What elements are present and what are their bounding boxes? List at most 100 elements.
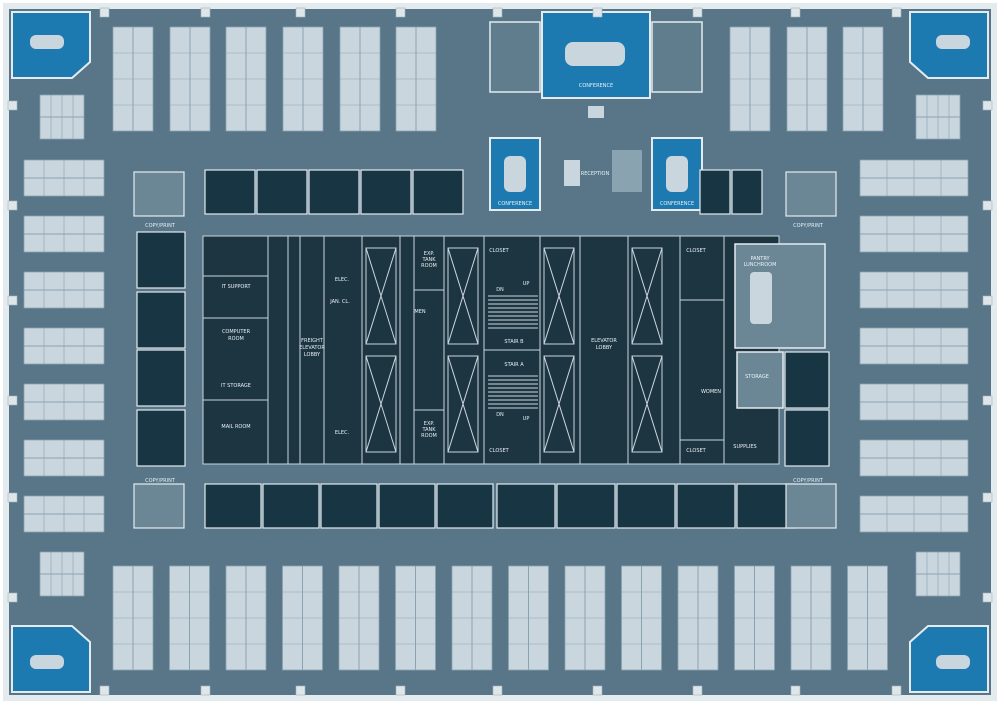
elevator-shaft [447, 247, 479, 345]
workstation-cluster-bottom [169, 565, 210, 671]
office-top-right [651, 21, 703, 93]
conference-table-top [565, 42, 625, 66]
office-row-bottom-right [736, 483, 796, 529]
office-row-bottom [262, 483, 320, 529]
office-row-top [360, 169, 412, 215]
label-dn-bot: DN [496, 412, 504, 418]
column [790, 7, 801, 18]
workstation-cluster-top-right [842, 26, 884, 132]
corner-table-tl [30, 35, 64, 49]
workstation-cluster-top-left [282, 26, 324, 132]
label-dn-top: DN [496, 287, 504, 293]
label-elec-top: ELEC. [335, 277, 350, 283]
office-row-bottom [378, 483, 436, 529]
workstation-cluster-right [859, 159, 969, 197]
office-left-column [136, 349, 186, 407]
workstation-cluster-left [23, 159, 105, 197]
label-closet-1: CLOSET [489, 248, 509, 254]
workstation-cluster-bottom [451, 565, 493, 671]
elevator-shaft-cross [543, 247, 575, 345]
elevator-shaft-cross [447, 247, 479, 345]
label-copyprint-bl: COPY/PRINT [145, 478, 176, 484]
workstation-cluster-top-left [395, 26, 437, 132]
office-row-bottom [320, 483, 378, 529]
column [982, 592, 993, 603]
label-copyprint-br: COPY/PRINT [793, 478, 824, 484]
workstation-cluster-top-left [339, 26, 381, 132]
office-row-top [256, 169, 308, 215]
office-row-top-right [731, 169, 763, 215]
elevator-shaft [365, 355, 397, 453]
workstation-clusters [23, 26, 969, 671]
label-men: MEN [414, 309, 425, 315]
workstation-cluster-bottom [734, 565, 775, 671]
elevator-shaft [365, 247, 397, 345]
elevator-shaft [631, 355, 663, 453]
column [295, 685, 306, 696]
conference-table-right [666, 156, 688, 192]
column [7, 295, 18, 306]
core-room-walls [203, 236, 725, 464]
office-right-column [784, 409, 830, 467]
copy-print-room [133, 171, 185, 217]
workstation-cluster-left [23, 327, 105, 365]
label-closet-4: CLOSET [686, 448, 706, 454]
label-computer-room-1: COMPUTER [222, 329, 251, 335]
label-elec-bottom: ELEC. [335, 430, 350, 436]
storage-room [736, 351, 784, 409]
column [99, 685, 110, 696]
elevator-shaft-cross [447, 355, 479, 453]
workstation-cluster-left [23, 495, 105, 533]
workstation-cluster-bottom [677, 565, 719, 671]
copy-print-room [785, 171, 837, 217]
column [7, 395, 18, 406]
workstation-cluster-right [859, 383, 969, 421]
label-stair-a: STAIR A [504, 362, 524, 368]
pantry-lunchroom [734, 243, 826, 349]
elevator-shaft [543, 355, 575, 453]
elevator-shaft-cross [631, 355, 663, 453]
office-row-bottom-right [556, 483, 616, 529]
column [7, 100, 18, 111]
label-conference-right: CONFERENCE [660, 201, 694, 207]
elevator-shaft-cross [365, 355, 397, 453]
workstation-cluster-top-left [225, 26, 267, 132]
label-reception: RECEPTION [581, 171, 610, 177]
conference-table-left [504, 156, 526, 192]
office-row-top [204, 169, 256, 215]
workstation-cluster-bottom [621, 565, 662, 671]
corner-table-br [936, 655, 970, 669]
workstation-cluster-right [859, 327, 969, 365]
workstation-cluster-left [23, 271, 105, 309]
elevator-shaft [447, 355, 479, 453]
workstation-cluster-right [859, 495, 969, 533]
elevator-shaft-cross [631, 247, 663, 345]
label-supplies: SUPPLIES [733, 444, 756, 450]
workstation-cluster-bottom [790, 565, 832, 671]
label-elevator-2: LOBBY [596, 345, 613, 351]
label-freight-1: FREIGHT [301, 338, 324, 344]
column [592, 685, 603, 696]
workstation-cluster-bottom [338, 565, 380, 671]
workstation-cluster-top-right [786, 26, 828, 132]
workstation-cluster-left [23, 383, 105, 421]
pantry-table [750, 272, 772, 324]
structural-columns [7, 7, 993, 696]
column [7, 592, 18, 603]
column [790, 685, 801, 696]
column [891, 685, 902, 696]
column [492, 685, 503, 696]
office-row-top [412, 169, 464, 215]
column [7, 492, 18, 503]
office-row-bottom-right [496, 483, 556, 529]
label-storage: STORAGE [745, 374, 769, 380]
label-closet-2: CLOSET [489, 448, 509, 454]
column [99, 7, 110, 18]
workstation-pod [39, 94, 85, 140]
label-computer-room-2: ROOM [228, 336, 244, 342]
office-row-bottom [436, 483, 494, 529]
label-pantry-2: LUNCHROOM [744, 262, 777, 268]
office-left-column [136, 409, 186, 467]
label-exp-tank-top-2: TANK [421, 257, 436, 263]
column [492, 7, 503, 18]
